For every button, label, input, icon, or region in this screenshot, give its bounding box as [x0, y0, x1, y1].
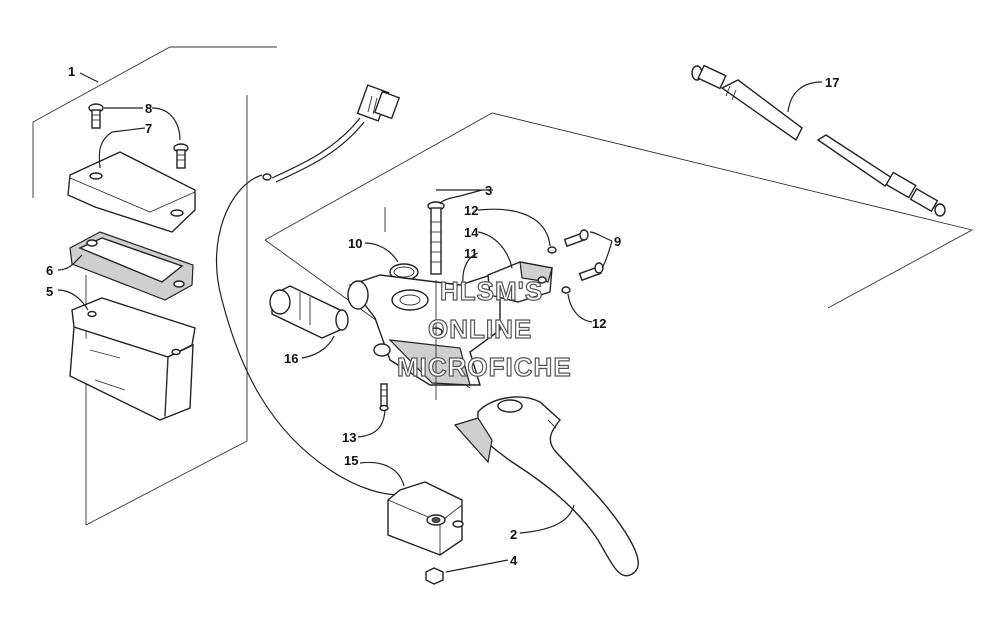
washer-part-12-upper: [547, 246, 557, 254]
callout-16: 16: [284, 351, 298, 366]
callout-17: 17: [825, 75, 839, 90]
watermark-line-1: HLSM'S: [440, 276, 543, 306]
callout-2: 2: [510, 527, 517, 542]
screw-part-9-lower: [578, 262, 604, 282]
leader-lines: [57, 72, 823, 573]
callout-12-upper: 12: [464, 203, 478, 218]
callout-1: 1: [68, 64, 75, 79]
hose-fitting-part-16: [269, 285, 349, 339]
switch-bracket-part-14: [487, 261, 553, 303]
washer-part-12-lower: [561, 286, 571, 294]
callout-10: 10: [348, 236, 362, 251]
brake-lever-part-2: [453, 396, 639, 577]
brake-switch-wire: [215, 84, 401, 496]
watermark-line-3: MICROFICHE: [397, 352, 572, 382]
screw-part-8-right: [173, 143, 189, 169]
callout-7: 7: [145, 121, 152, 136]
reservoir-part-5: [69, 297, 196, 421]
bolt-part-3: [427, 201, 445, 275]
cable-part-17: [691, 64, 946, 217]
watermark: HLSM'S ONLINE MICROFICHE: [396, 275, 572, 382]
callout-4: 4: [510, 553, 518, 568]
callout-14: 14: [464, 225, 479, 240]
screw-part-13: [379, 383, 389, 412]
callout-12-lower: 12: [592, 316, 606, 331]
callout-11: 11: [464, 246, 478, 261]
callout-5: 5: [46, 284, 53, 299]
callout-9: 9: [614, 234, 621, 249]
callout-6: 6: [46, 263, 53, 278]
master-cylinder-body: [347, 271, 501, 400]
callout-13: 13: [342, 430, 356, 445]
reservoir-cover-part-7: [67, 151, 196, 233]
watermark-line-2: ONLINE: [428, 314, 532, 344]
callout-labels: 1 8 7 6 5 3 12 10 14 11 9 12 16 13 15 2 …: [46, 64, 839, 568]
screw-part-8-left: [88, 103, 104, 129]
brake-switch-part-15: [387, 481, 464, 556]
callout-8: 8: [145, 101, 152, 116]
diaphragm-part-6: [69, 231, 194, 301]
callout-3: 3: [485, 183, 492, 198]
nut-part-4: [425, 567, 444, 585]
callout-15: 15: [344, 453, 358, 468]
screw-part-9-upper: [563, 229, 589, 248]
master-cylinder-frame: [264, 112, 974, 389]
